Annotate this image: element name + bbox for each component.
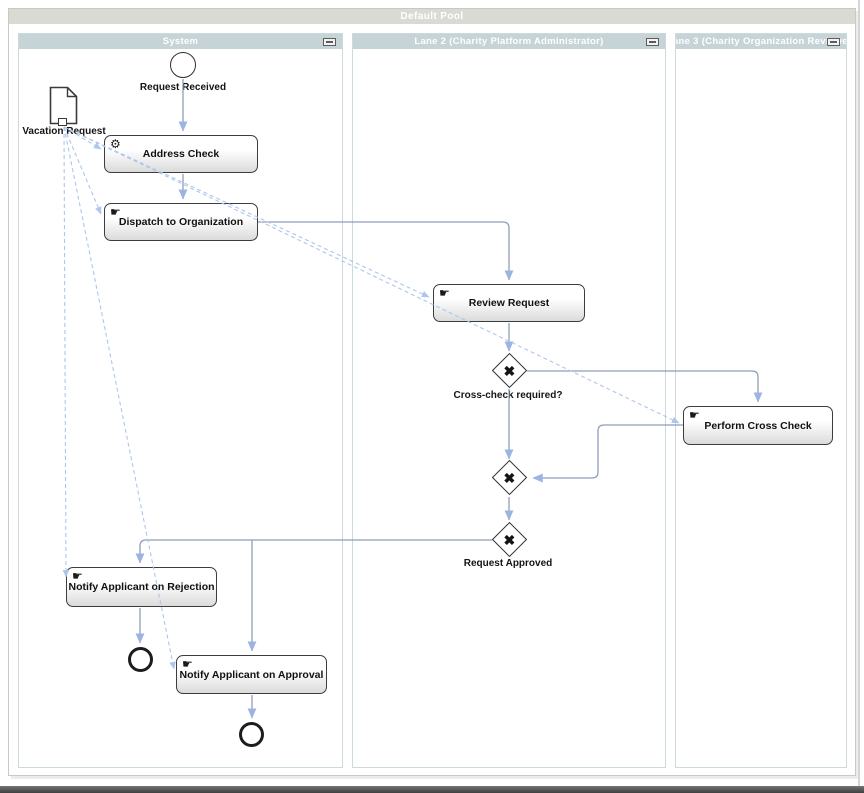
x-gateway-marker: ✖ (503, 469, 516, 486)
task-notify-approval-label: Notify Applicant on Approval (179, 668, 324, 681)
lane-3-reviewer[interactable]: Lane 3 (Charity Organization Reviewer) (675, 33, 847, 768)
lane-collapse-button[interactable] (827, 38, 840, 46)
hand-icon: ☛ (439, 286, 450, 300)
lane-system-header[interactable]: System (19, 34, 342, 49)
task-notify-rejection[interactable]: ☛ Notify Applicant on Rejection (66, 567, 217, 607)
gear-icon: ⚙ (110, 137, 121, 151)
task-address-check-label: Address Check (142, 148, 220, 160)
start-event-label: Request Received (139, 82, 227, 93)
gateway-request-approved-label: Request Approved (463, 558, 553, 569)
minimize-icon (649, 41, 656, 43)
task-dispatch-to-organization[interactable]: ☛ Dispatch to Organization (104, 203, 258, 241)
hand-icon: ☛ (72, 569, 83, 583)
task-review-request-label: Review Request (468, 297, 550, 309)
hand-icon: ☛ (110, 205, 121, 219)
x-gateway-marker: ✖ (503, 362, 516, 379)
gateway-cross-check-label: Cross-check required? (453, 390, 563, 401)
task-dispatch-label: Dispatch to Organization (118, 216, 244, 228)
end-event-approval[interactable] (239, 722, 264, 747)
lane-3-header[interactable]: Lane 3 (Charity Organization Reviewer) (676, 34, 846, 49)
x-gateway-marker: ✖ (503, 531, 516, 548)
data-object-handle[interactable] (58, 118, 67, 126)
window-right-edge (858, 0, 860, 786)
task-address-check[interactable]: ⚙ Address Check (104, 135, 258, 173)
minimize-icon (830, 41, 837, 43)
lane-system-label: System (162, 36, 199, 47)
window-bottom-bar (0, 786, 864, 793)
hand-icon: ☛ (182, 657, 193, 671)
task-perform-cross-check-label: Perform Cross Check (704, 419, 812, 432)
task-perform-cross-check[interactable]: ☛ Perform Cross Check (683, 406, 833, 445)
end-event-rejection[interactable] (128, 647, 153, 672)
lane-2-label: Lane 2 (Charity Platform Administrator) (414, 36, 604, 47)
lane-3-label: Lane 3 (Charity Organization Reviewer) (676, 36, 846, 47)
lane-collapse-button[interactable] (646, 38, 659, 46)
task-notify-approval[interactable]: ☛ Notify Applicant on Approval (176, 655, 327, 694)
task-notify-rejection-label: Notify Applicant on Rejection (68, 581, 215, 593)
task-review-request[interactable]: ☛ Review Request (433, 284, 585, 322)
start-event[interactable] (170, 52, 196, 78)
pool-header[interactable]: Default Pool (9, 9, 855, 24)
lane-collapse-button[interactable] (323, 38, 336, 46)
minimize-icon (326, 41, 333, 43)
document-icon[interactable] (49, 86, 79, 126)
data-object-label: Vacation Request (22, 126, 106, 137)
hand-icon: ☛ (689, 408, 700, 422)
pool-title: Default Pool (400, 11, 464, 22)
lane-2-header[interactable]: Lane 2 (Charity Platform Administrator) (353, 34, 665, 49)
